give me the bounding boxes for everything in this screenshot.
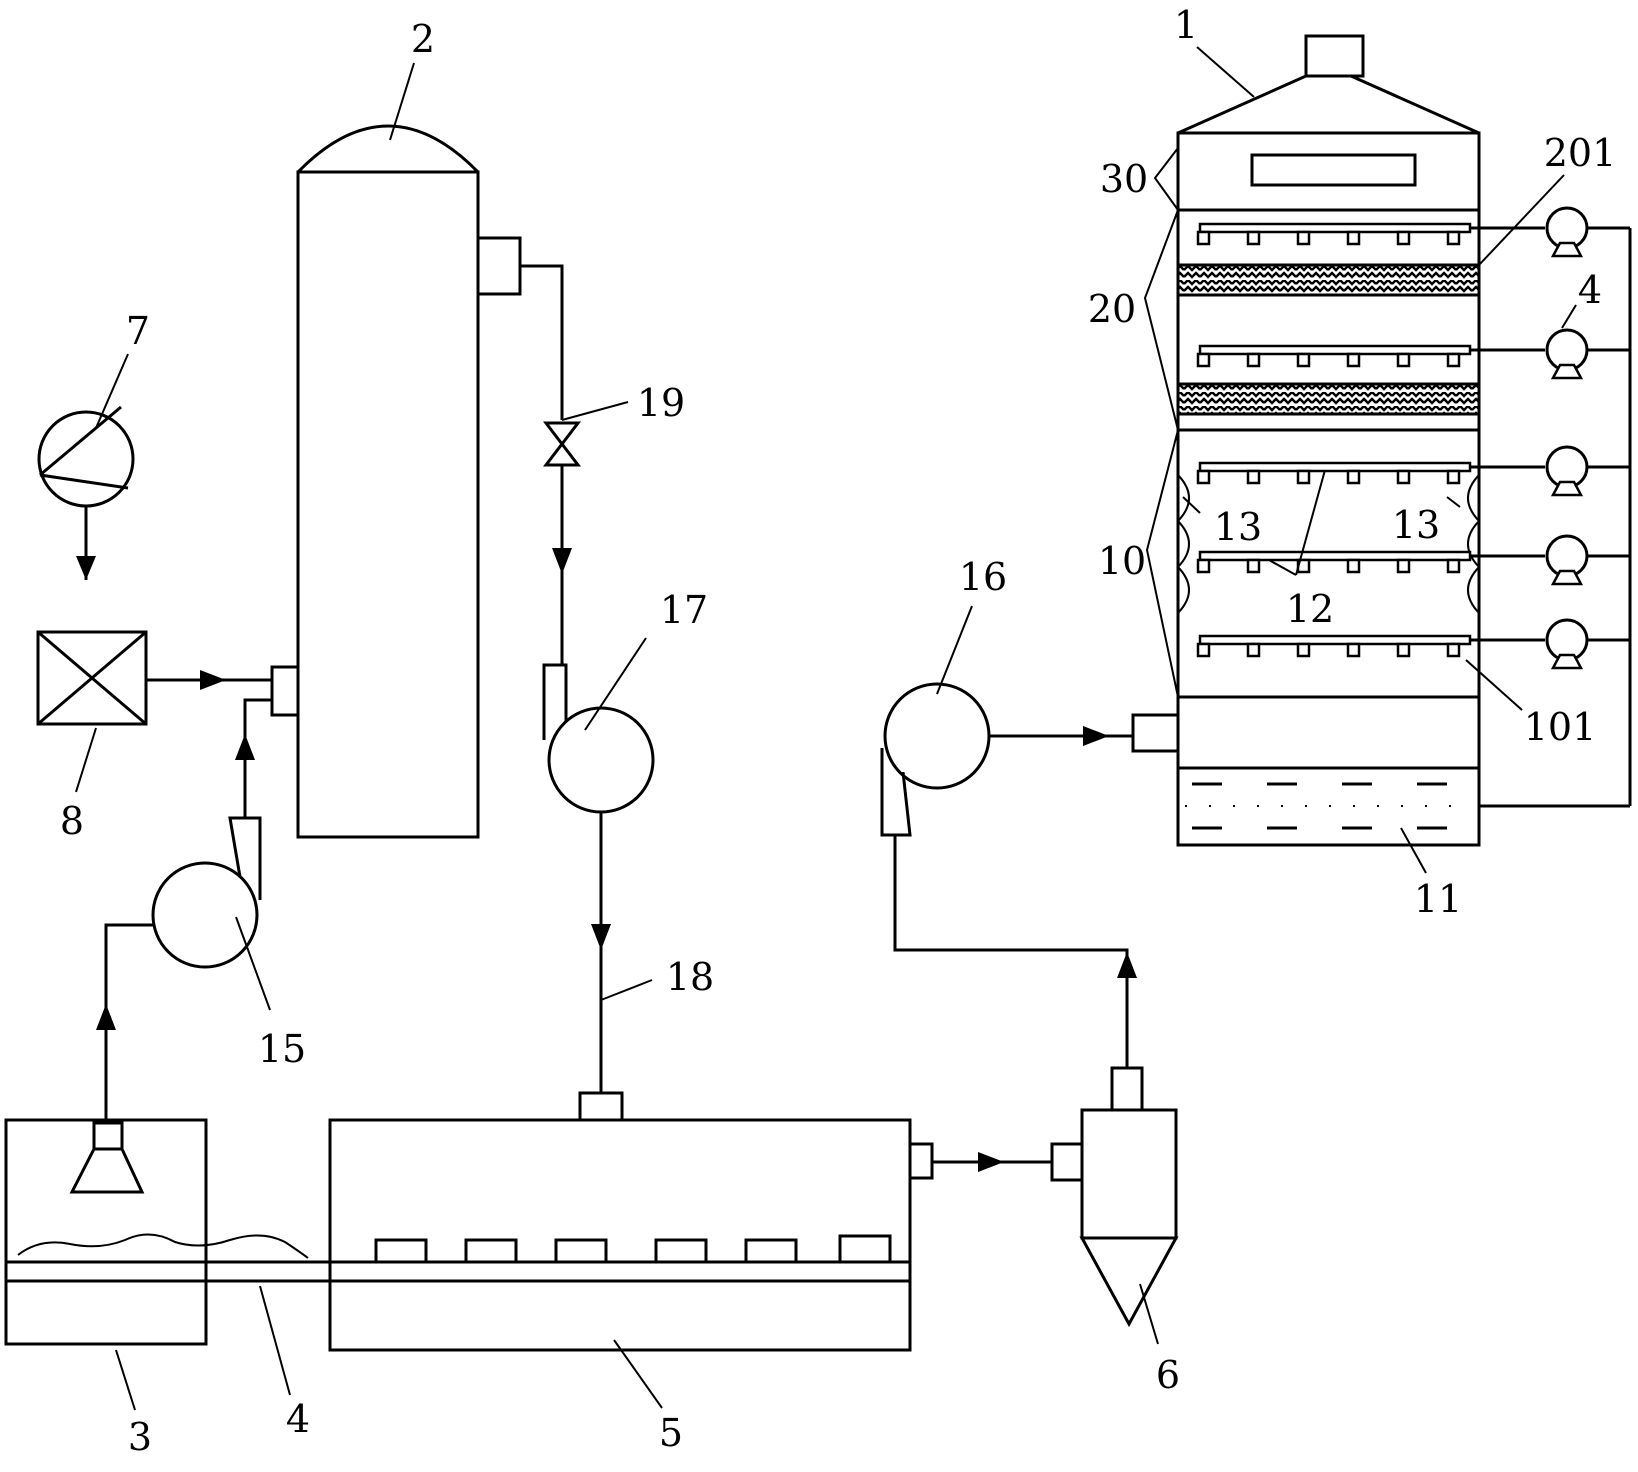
spray-nozzle (1346, 352, 1361, 368)
spray-bar (1198, 550, 1472, 562)
label-15: 15 (258, 1027, 306, 1071)
label-3: 3 (128, 1415, 152, 1459)
label-17: 17 (660, 588, 708, 632)
spray-nozzle (1196, 642, 1211, 658)
spray-nozzle (1246, 230, 1261, 246)
label-1: 1 (1174, 3, 1198, 47)
spray-nozzle (1346, 469, 1361, 485)
spray-nozzle (1396, 469, 1411, 485)
spray-nozzle (1246, 558, 1261, 574)
box-5 (328, 1091, 1052, 1352)
chamber-3 (4, 1118, 309, 1346)
pump-base (1550, 363, 1584, 380)
spray-nozzle (1396, 642, 1411, 658)
tank-2 (270, 124, 522, 839)
spray-nozzle (1396, 558, 1411, 574)
pump-base (1550, 241, 1584, 258)
spray-bar (1198, 461, 1472, 473)
tower-1 (1176, 34, 1481, 847)
label-20: 20 (1088, 287, 1136, 331)
pipe-tank2-to-fan17 (520, 264, 582, 665)
leader-lines (75, 46, 1577, 1411)
spray-nozzle (1446, 642, 1461, 658)
fan-17 (542, 663, 655, 1093)
label-30: 30 (1100, 157, 1148, 201)
label-16: 16 (959, 555, 1007, 599)
spray-nozzle (1396, 230, 1411, 246)
label-13-right: 13 (1392, 503, 1440, 547)
label-4-pump: 4 (1578, 268, 1602, 312)
spray-nozzle (1196, 558, 1211, 574)
recirculation-pumps (1470, 206, 1630, 670)
spray-nozzle (1196, 230, 1211, 246)
callout-labels: 1 2 3 4 4 5 6 7 8 10 11 12 13 13 15 16 1… (60, 3, 1616, 1459)
spray-nozzle (1246, 642, 1261, 658)
label-18: 18 (666, 955, 714, 999)
spray-nozzle (1346, 642, 1361, 658)
spray-nozzle (1446, 230, 1461, 246)
label-6: 6 (1156, 1353, 1180, 1397)
spray-nozzle (1296, 642, 1311, 658)
label-12: 12 (1286, 587, 1334, 631)
label-8: 8 (60, 799, 84, 843)
spray-nozzle (1196, 469, 1211, 485)
label-201: 201 (1544, 131, 1617, 175)
fan-16 (880, 682, 1180, 837)
pump-base (1550, 569, 1584, 586)
label-5: 5 (659, 1411, 683, 1455)
label-10: 10 (1098, 539, 1146, 583)
pump-base (1550, 480, 1584, 497)
spray-nozzle (1296, 230, 1311, 246)
cyclone-6 (893, 835, 1179, 1328)
spray-bar (1198, 222, 1472, 234)
spray-bar (1198, 344, 1472, 356)
spray-nozzle (1246, 352, 1261, 368)
mixer-8 (36, 630, 272, 726)
spray-nozzle (1246, 469, 1261, 485)
spray-nozzle (1296, 352, 1311, 368)
label-7: 7 (126, 309, 150, 353)
conveyor-4 (6, 1260, 910, 1283)
fan-15 (96, 698, 272, 1123)
recirculation-pipe (1479, 228, 1632, 808)
label-19: 19 (637, 381, 685, 425)
label-4-conveyor: 4 (286, 1397, 310, 1441)
spray-nozzle (1346, 558, 1361, 574)
label-13-left: 13 (1214, 505, 1262, 549)
pump-base (1550, 653, 1584, 670)
spray-nozzle (1446, 558, 1461, 574)
spray-nozzle (1296, 469, 1311, 485)
spray-nozzle (1346, 230, 1361, 246)
spray-bar (1198, 634, 1472, 646)
spray-nozzle (1446, 352, 1461, 368)
spray-nozzle (1446, 469, 1461, 485)
heater-7 (37, 405, 135, 580)
label-2: 2 (411, 17, 435, 61)
spray-nozzle (1396, 352, 1411, 368)
spray-nozzle (1196, 352, 1211, 368)
label-11: 11 (1414, 877, 1462, 921)
spray-bars (1196, 222, 1472, 658)
label-101: 101 (1524, 705, 1597, 749)
